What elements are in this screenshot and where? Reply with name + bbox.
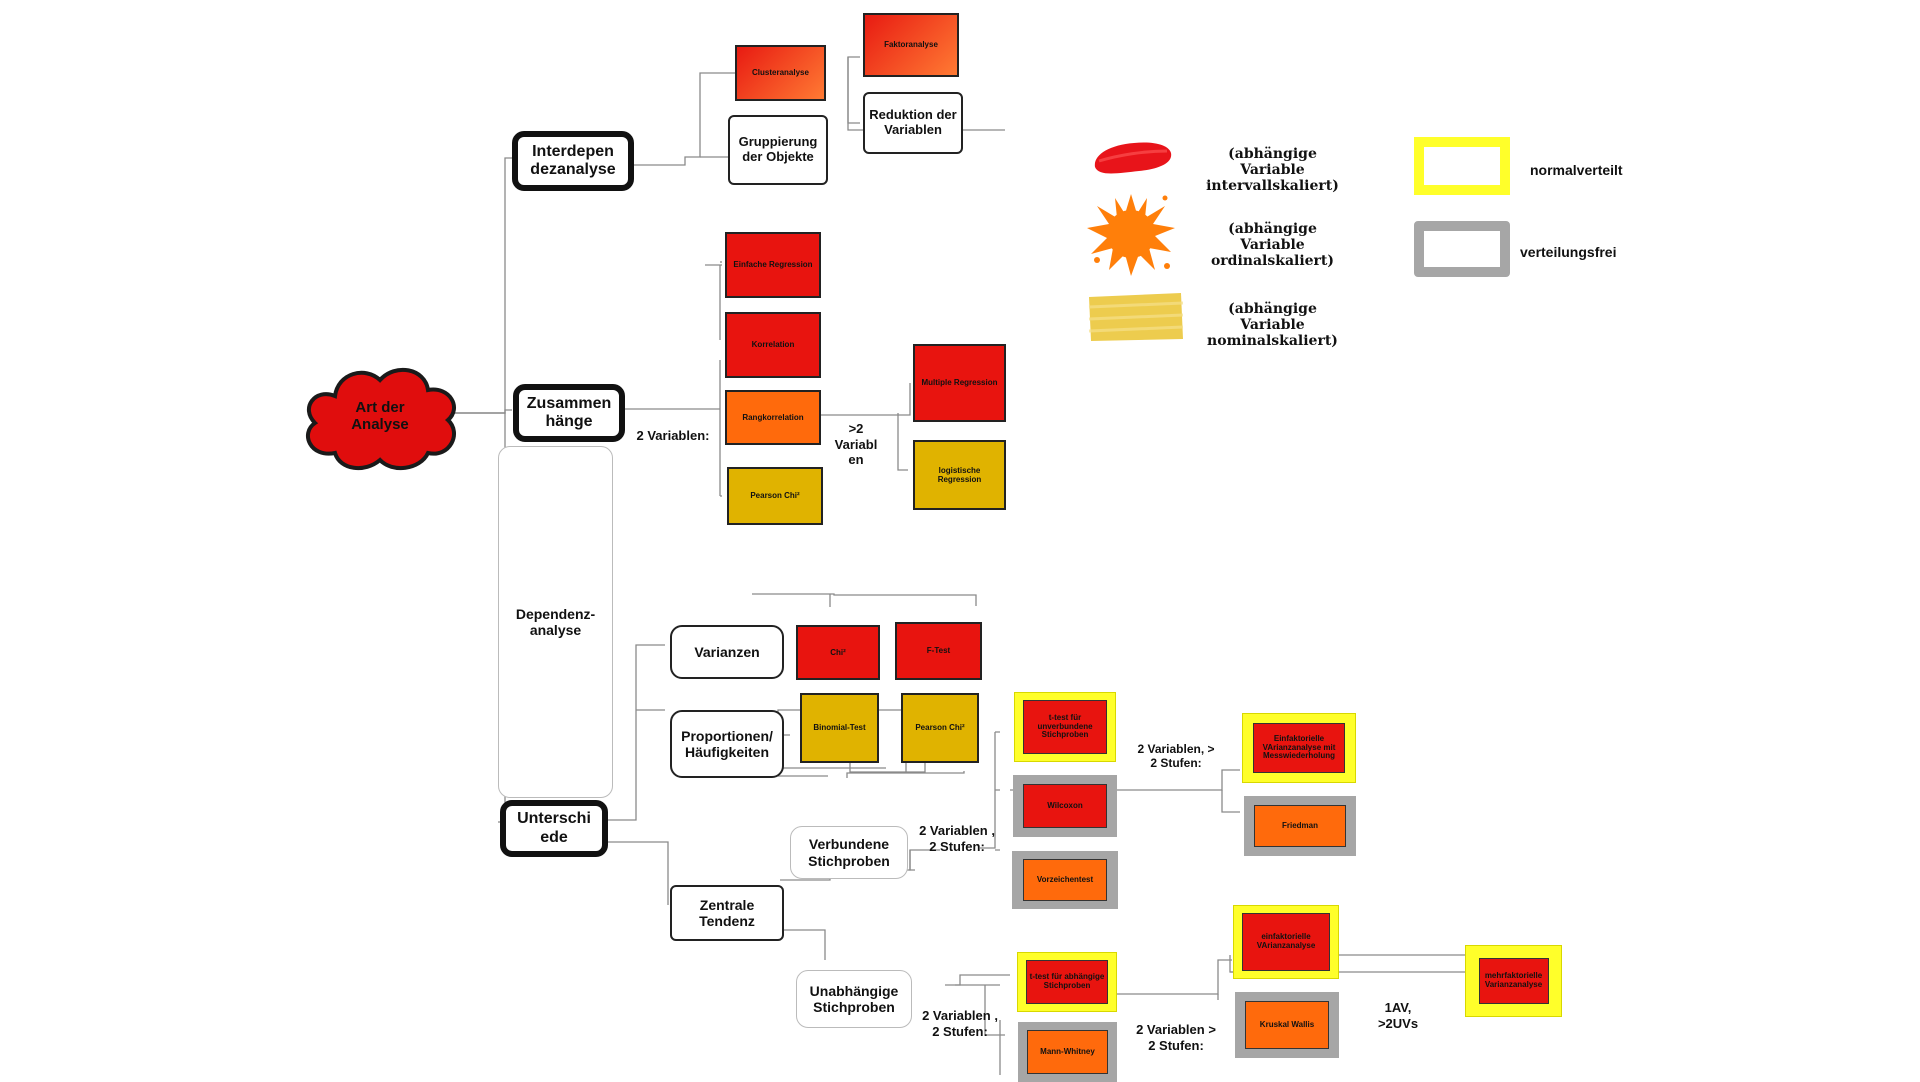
faktoranalyse-node[interactable]: Faktoranalyse <box>863 13 959 77</box>
verb-2var-label: 2 Variablen , 2 Stufen: <box>919 823 995 854</box>
zentrale-tendenz-node[interactable]: Zentrale Tendenz <box>670 885 784 941</box>
unab-2var-label: 2 Variablen , 2 Stufen: <box>922 1008 998 1039</box>
interdependenz-node[interactable]: Interdepen dezanalyse <box>512 131 634 191</box>
einfaktorielle-frame: einfaktorielle VArianzanalyse <box>1233 905 1339 979</box>
ttest-abhaengig-frame: t-test für abhängige Stichproben <box>1017 952 1117 1012</box>
wilcoxon-frame: Wilcoxon <box>1013 775 1117 837</box>
ttest-unverbunden-frame: t-test für unverbundene Stichproben <box>1014 692 1116 762</box>
ttest-unverbunden-node[interactable]: t-test für unverbundene Stichproben <box>1023 700 1107 754</box>
einfaktorielle-mw-node[interactable]: Einfaktorielle VArianzanalyse mit Messwi… <box>1253 723 1345 773</box>
legend-nominal-text: (abhängige Variable nominalskaliert) <box>1207 301 1338 350</box>
unabhaengige-node[interactable]: Unabhängige Stichproben <box>796 970 912 1028</box>
normalverteilt-swatch <box>1414 137 1510 195</box>
ttest-abhaengig-node[interactable]: t-test für abhängige Stichproben <box>1026 960 1108 1004</box>
zusammenhaenge-node[interactable]: Zusammen hänge <box>513 384 625 442</box>
mann-whitney-frame: Mann-Whitney <box>1018 1022 1117 1082</box>
mehrfaktorielle-frame: mehrfaktorielle Varianzanalyse <box>1465 945 1562 1017</box>
root-label: Art der Analyse <box>351 398 409 433</box>
yellow-brush-swatch-icon <box>1088 293 1184 341</box>
korrelation-node[interactable]: Korrelation <box>725 312 821 378</box>
kruskal-frame: Kruskal Wallis <box>1235 992 1339 1058</box>
root-cloud[interactable]: Art der Analyse <box>300 358 460 473</box>
mehr-variablen-label: >2 Variabl en <box>834 421 878 468</box>
wilcoxon-node[interactable]: Wilcoxon <box>1023 784 1107 828</box>
reduktion-node[interactable]: Reduktion der Variablen <box>863 92 963 154</box>
clusteranalyse-node[interactable]: Clusteranalyse <box>735 45 826 101</box>
legend-intervall-text: (abhängige Variable intervallskaliert) <box>1206 146 1339 195</box>
red-brush-swatch-icon <box>1094 142 1172 174</box>
varianzen-node[interactable]: Varianzen <box>670 625 784 679</box>
einfache-regression-node[interactable]: Einfache Regression <box>725 232 821 298</box>
cloud-icon <box>305 367 456 471</box>
friedman-node[interactable]: Friedman <box>1254 805 1346 847</box>
logistische-regression-node[interactable]: logistische Regression <box>913 440 1006 510</box>
pearson-chi-unt-node[interactable]: Pearson Chi² <box>901 693 979 763</box>
gruppierung-node[interactable]: Gruppierung der Objekte <box>728 115 828 185</box>
dependenz-node[interactable]: Dependenz-analyse <box>498 446 613 798</box>
zwei-variablen-label: 2 Variablen: <box>636 428 710 443</box>
verbundene-node[interactable]: Verbundene Stichproben <box>790 826 908 879</box>
legend-normalverteilt-text: normalverteilt <box>1530 162 1623 178</box>
friedman-frame: Friedman <box>1244 796 1356 856</box>
unab-mehrstufen-label: 2 Variablen > 2 Stufen: <box>1136 1022 1216 1053</box>
pearson-chi-zus-node[interactable]: Pearson Chi² <box>727 467 823 525</box>
orange-splash-swatch-icon <box>1087 194 1175 276</box>
verteilungsfrei-swatch <box>1414 221 1510 277</box>
einfaktorielle-mw-frame: Einfaktorielle VArianzanalyse mit Messwi… <box>1242 713 1356 783</box>
chi2-node[interactable]: Chi² <box>796 625 880 680</box>
verb-mehrstufen-label: 2 Variablen, > 2 Stufen: <box>1137 742 1215 771</box>
unterschiede-node[interactable]: Unterschi ede <box>500 800 608 857</box>
mehrfaktorielle-node[interactable]: mehrfaktorielle Varianzanalyse <box>1478 958 1549 1004</box>
vorzeichentest-node[interactable]: Vorzeichentest <box>1023 859 1107 901</box>
kruskal-node[interactable]: Kruskal Wallis <box>1245 1001 1329 1049</box>
legend-verteilungsfrei-text: verteilungsfrei <box>1520 244 1617 260</box>
binomial-node[interactable]: Binomial-Test <box>800 693 879 763</box>
rangkorrelation-node[interactable]: Rangkorrelation <box>725 390 821 445</box>
einfaktorielle-node[interactable]: einfaktorielle VArianzanalyse <box>1242 913 1330 971</box>
mann-whitney-node[interactable]: Mann-Whitney <box>1027 1030 1108 1074</box>
proportionen-node[interactable]: Proportionen/ Häufigkeiten <box>670 710 784 778</box>
legend-ordinal-text: (abhängige Variable ordinalskaliert) <box>1210 221 1335 270</box>
av-uvs-label: 1AV, >2UVs <box>1377 1000 1419 1031</box>
multiple-regression-node[interactable]: Multiple Regression <box>913 344 1006 422</box>
ftest-node[interactable]: F-Test <box>895 622 982 680</box>
vorzeichentest-frame: Vorzeichentest <box>1012 851 1118 909</box>
